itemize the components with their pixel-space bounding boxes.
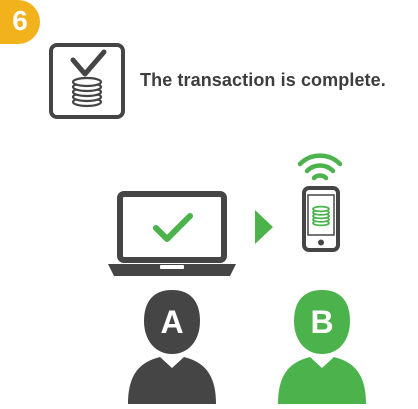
person-a: A (124, 288, 220, 404)
step-number: 6 (12, 5, 28, 36)
phone-coins-icon (302, 186, 340, 252)
laptop-check-icon (108, 191, 236, 276)
step-badge (0, 0, 40, 44)
status-message: The transaction is complete. (140, 70, 386, 90)
person-b-icon (278, 290, 366, 404)
person-a-icon (128, 290, 216, 404)
person-b: B (274, 288, 370, 404)
person-a-label: A (160, 303, 184, 340)
arrow-right-icon (255, 210, 273, 244)
coin-stack-check-icon (49, 43, 125, 119)
wifi-icon (297, 153, 343, 181)
person-b-label: B (310, 303, 334, 340)
